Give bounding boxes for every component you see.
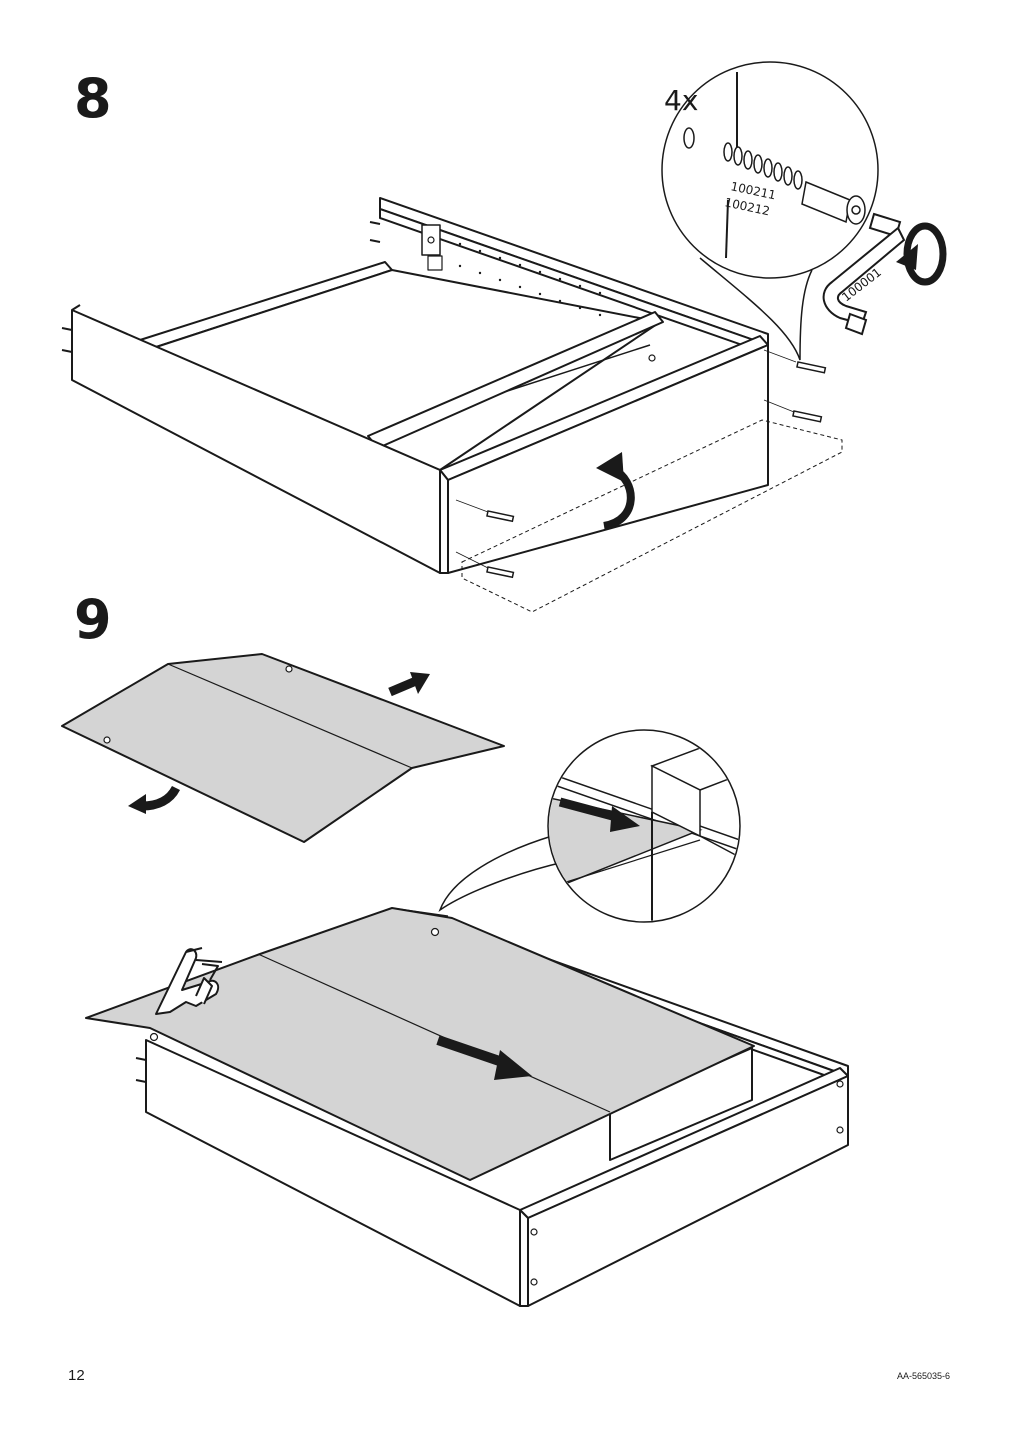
page-number: 12 — [68, 1367, 85, 1384]
step8-hole-row — [458, 242, 602, 317]
step9-detail-callout — [438, 729, 741, 923]
step9-fiberboard-folded — [61, 653, 505, 843]
step8-detail-callout — [661, 61, 879, 361]
screw-icon — [455, 349, 827, 579]
step9-fiberboard-in-drawer — [85, 907, 755, 1181]
quantity-label: 4x — [664, 84, 698, 117]
fold-arrow-icon — [128, 785, 181, 814]
pointing-hand-icon — [155, 947, 223, 1015]
push-board-arrow-icon — [436, 1035, 532, 1080]
step-number-9: 9 — [74, 588, 112, 651]
step-number-8: 8 — [74, 67, 112, 130]
step8-drawer-frame — [61, 197, 769, 574]
rotate-arrow-icon — [596, 452, 635, 530]
slide-arrow-icon — [558, 797, 640, 832]
document-code: AA-565035-6 — [896, 1371, 950, 1381]
step8-dashed-panel-outline — [461, 419, 843, 613]
allen-key-icon — [822, 212, 906, 336]
push-arrow-icon — [388, 672, 430, 697]
rotate-key-arrow-icon — [896, 222, 947, 286]
